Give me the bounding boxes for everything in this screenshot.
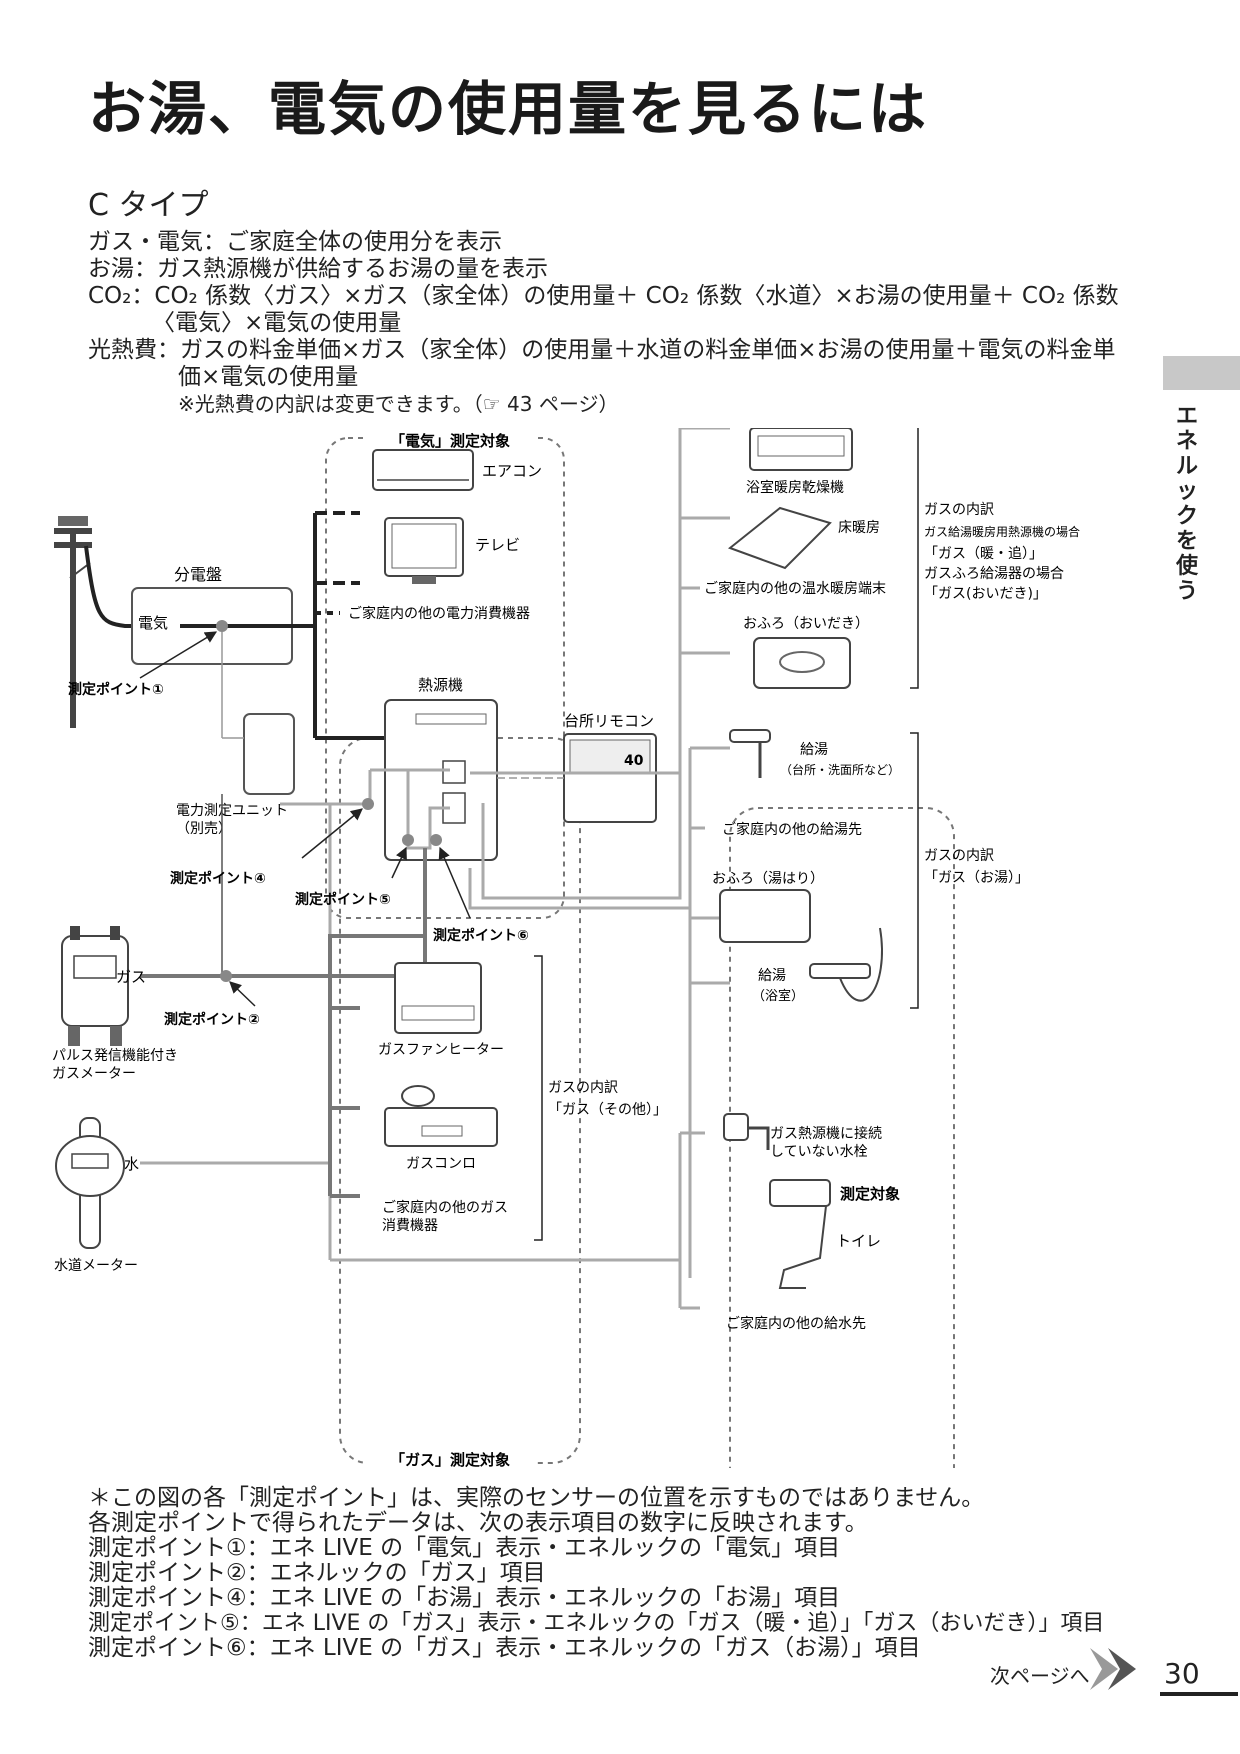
point4-marker (362, 798, 374, 810)
service-wire (84, 545, 150, 628)
toilet-icon (769, 1179, 831, 1289)
power-unit-label: 電力測定ユニット (176, 803, 288, 819)
heat-source-label: 熱源機 (418, 676, 463, 694)
point2-label: 測定ポイント② (164, 1011, 260, 1028)
footnote: ＊この図の各「測定ポイント」は、実際のセンサーの位置を示すものではありません。 (88, 1485, 985, 1511)
point6-marker (430, 834, 442, 846)
bath-dryer-icon (749, 427, 853, 471)
fan-heater-icon (394, 962, 482, 1034)
gas-meter-sub: ガスメーター (52, 1066, 136, 1082)
tv-label: テレビ (475, 536, 520, 554)
gas-pipes (140, 848, 427, 1198)
toilet-label: トイレ (836, 1232, 881, 1250)
footnote: 測定ポイント②：エネルックの「ガス」項目 (88, 1560, 546, 1586)
bathtub-reheat-icon (753, 637, 851, 689)
water-meter-label: 水道メーター (54, 1258, 138, 1274)
shower-icon (809, 927, 883, 1002)
fan-heater-label: ガスファンヒーター (378, 1042, 504, 1058)
other-hot-label: ご家庭内の他の給湯先 (722, 821, 862, 838)
desc-line: ガス・電気：ご家庭全体の使用分を表示 (88, 229, 502, 255)
water-label: 水 (124, 1155, 139, 1173)
bracket (910, 732, 919, 1009)
gas-breakdown-label: ガスの内訳 (924, 502, 994, 518)
gas-note: 「ガス(おいだき)」 (924, 586, 1047, 602)
bath-fill-label: おふろ（湯はり） (712, 870, 824, 887)
gas-note: 「ガス（暖・追）」 (924, 546, 1043, 562)
bath-reheat-label: おふろ（おいだき） (743, 616, 869, 632)
gas-hot-label: 「ガス（お湯）」 (924, 869, 1029, 886)
page-title: お湯、電気の使用量を見るには (88, 75, 929, 143)
desc-line: 光熱費：ガスの料金単価×ガス（家全体）の使用量＋水道の料金単価×お湯の使用量＋電… (88, 337, 1116, 363)
tv-icon (384, 517, 464, 584)
point5-marker (402, 834, 414, 846)
tap-sub: していない水栓 (770, 1144, 868, 1160)
gas-stove-icon (384, 1085, 498, 1147)
desc-line: お湯：ガス熱源機が供給するお湯の量を表示 (88, 256, 548, 282)
aircon-label: エアコン (482, 462, 542, 480)
point2-marker (220, 970, 232, 982)
point4-label: 測定ポイント④ (170, 870, 266, 887)
hot-bath-label: 給湯 (758, 967, 786, 984)
hot-bath-sub: （浴室） (752, 988, 804, 1004)
gas-group-label: 「ガス」測定対象 (390, 1451, 510, 1468)
point1-marker (216, 620, 228, 632)
other-gas-sub: 消費機器 (382, 1218, 438, 1234)
bathtub-fill-icon (719, 889, 811, 943)
desc-line: 〈電気〉×電気の使用量 (152, 310, 402, 336)
desc-line: 価×電気の使用量 (178, 364, 359, 390)
desc-line: CO₂：CO₂ 係数〈ガス〉×ガス（家全体）の使用量＋ CO₂ 係数〈水道〉×お… (88, 283, 1119, 309)
next-arrow-icon[interactable] (1084, 1646, 1144, 1692)
remote-label: 台所リモコン (564, 712, 654, 730)
gas-label: ガス (116, 968, 146, 986)
section-label: エネルックを使う (1175, 404, 1198, 604)
footnote: 各測定ポイントで得られたデータは、次の表示項目の数字に反映されます。 (88, 1510, 868, 1536)
hot-supply-sub: （台所・洗面所など） (780, 762, 900, 777)
gas-meter-label: パルス発信機能付き (52, 1048, 178, 1064)
desc-note: ※光熱費の内訳は変更できます。（☞ 43 ページ） (178, 392, 619, 416)
power-unit-box (243, 713, 295, 795)
gas-breakdown-label: ガスの内訳 (924, 848, 994, 864)
panel-label: 分電盤 (174, 565, 222, 584)
other-heating-label: ご家庭内の他の温水暖房端末 (704, 580, 886, 597)
section-tab (1163, 356, 1240, 390)
electric-label: 電気 (138, 614, 168, 632)
gas-stove-label: ガスコンロ (406, 1156, 476, 1172)
other-gas-label: ご家庭内の他のガス (382, 1199, 508, 1216)
electric-group-label: 「電気」測定対象 (390, 432, 510, 450)
other-water-label: ご家庭内の他の給水先 (726, 1315, 866, 1332)
gas-note: ガスふろ給湯器の場合 (924, 565, 1064, 582)
power-unit-sub: （別売） (176, 821, 232, 837)
point6-label: 測定ポイント⑥ (433, 927, 529, 944)
page-number-rule (1160, 1692, 1238, 1696)
page-number: 30 (1164, 1657, 1200, 1690)
bracket (910, 417, 919, 689)
footnote: 測定ポイント⑥：エネ LIVE の「ガス」表示・エネルックの「ガス（お湯）」項目 (88, 1635, 921, 1661)
footnote: 測定ポイント①：エネ LIVE の「電気」表示・エネルックの「電気」項目 (88, 1535, 841, 1561)
tap-icon (723, 1113, 770, 1150)
footnote: 測定ポイント⑤：エネ LIVE の「ガス」表示・エネルックの「ガス（暖・追）」「… (88, 1611, 1105, 1636)
tap-label: ガス熱源機に接続 (770, 1125, 882, 1142)
point5-label: 測定ポイント⑤ (295, 891, 391, 908)
type-heading: C タイプ (88, 188, 209, 223)
footnote: 測定ポイント④：エネ LIVE の「お湯」表示・エネルックの「お湯」項目 (88, 1585, 841, 1611)
floor-heat-label: 床暖房 (838, 520, 880, 536)
gas-note: ガス給湯暖房用熱源機の場合 (924, 524, 1080, 539)
gas-meter-icon (61, 926, 129, 1046)
point1-label: 測定ポイント① (68, 681, 164, 698)
remote-temp: 40 (624, 753, 644, 769)
gas-breakdown-label: ガスの内訳 (548, 1080, 618, 1096)
water-meter-icon (55, 1117, 125, 1249)
gas-other-label: 「ガス（その他）」 (548, 1102, 667, 1118)
diagram-svg: 「電気」測定対象 「ガス」測定対象 「お湯」測定対象 分電盤 電気 測定ポイント… (52, 417, 1080, 1509)
aircon-icon (372, 449, 474, 491)
faucet-icon (729, 729, 771, 778)
floor-heat-icon (727, 506, 832, 570)
bath-dryer-label: 浴室暖房乾燥機 (746, 479, 844, 496)
hot-supply-label: 給湯 (800, 741, 828, 758)
next-page-link[interactable]: 次ページへ (990, 1664, 1090, 1688)
bracket (534, 955, 543, 1241)
measurement-diagram: 「電気」測定対象 「ガス」測定対象 「お湯」測定対象 分電盤 電気 測定ポイント… (40, 417, 1160, 1509)
other-power-label: ご家庭内の他の電力消費機器 (348, 605, 530, 622)
